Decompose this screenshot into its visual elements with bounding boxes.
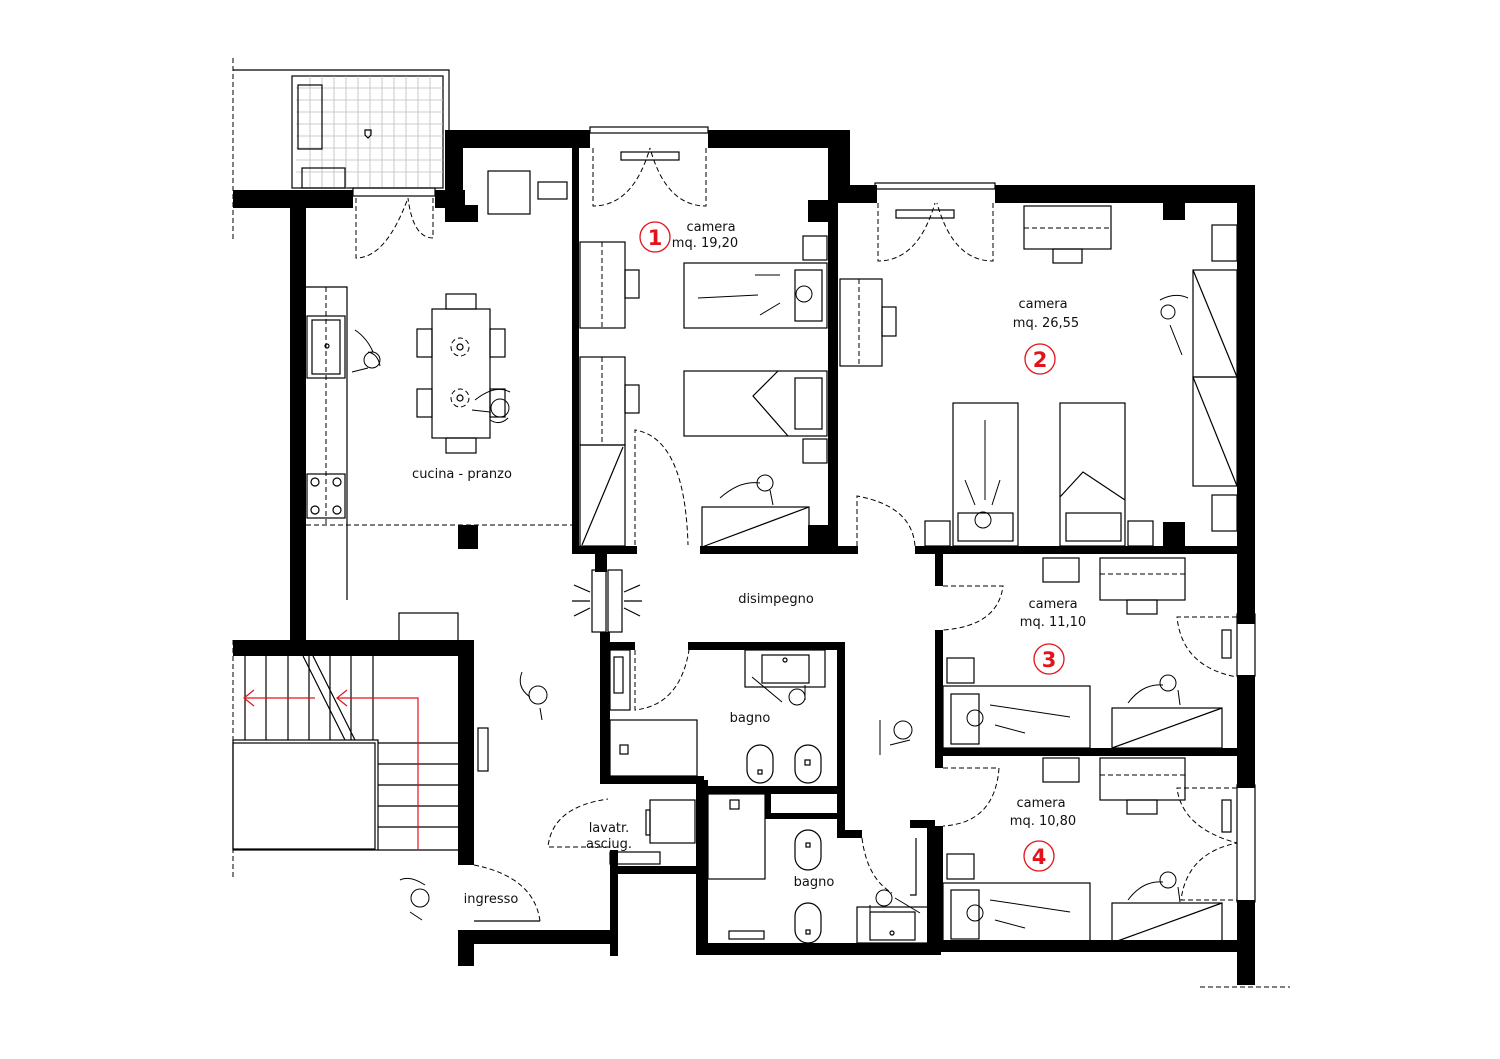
camera-4-furniture — [942, 757, 1290, 988]
room-1-number-badge: 1 — [639, 221, 671, 253]
room-2-area: mq. 26,55 — [1013, 316, 1079, 331]
walls — [233, 130, 1255, 985]
room-3-area: mq. 11,10 — [1020, 615, 1086, 630]
bathroom-2-label: bagno — [794, 875, 835, 890]
laundry-area — [609, 799, 696, 865]
room-3-name: camera — [1028, 597, 1077, 612]
kitchen-furniture — [306, 170, 572, 642]
room-1-name: camera — [686, 220, 735, 235]
svg-text:3: 3 — [1042, 648, 1057, 672]
camera-3-furniture — [942, 557, 1256, 749]
bathroom-1-label: bagno — [730, 711, 771, 726]
staircase — [232, 640, 458, 880]
room-1-area: mq. 19,20 — [672, 236, 738, 251]
room-2-number-badge: 2 — [1024, 343, 1056, 375]
room-3-number-badge: 3 — [1033, 643, 1065, 675]
entrance-label: ingresso — [464, 892, 519, 907]
bagno-2-furniture — [707, 793, 930, 944]
corridor-label: disimpegno — [738, 592, 814, 607]
corridor — [399, 569, 1004, 922]
room-2-name: camera — [1018, 297, 1067, 312]
room-labels: camera mq. 19,20 1 camera mq. 26,55 2 ca… — [412, 220, 1086, 907]
svg-text:1: 1 — [648, 226, 663, 250]
camera-2-furniture — [839, 182, 1238, 547]
room-4-number-badge: 4 — [1023, 840, 1055, 872]
camera-1-furniture — [579, 126, 828, 548]
laundry-label-2: asciug. — [586, 837, 632, 852]
laundry-label-1: lavatr. — [589, 821, 630, 836]
stair-direction-arrow — [337, 697, 419, 850]
svg-text:4: 4 — [1032, 845, 1047, 869]
bagno-1-furniture — [609, 649, 826, 784]
svg-text:2: 2 — [1033, 348, 1048, 372]
room-4-name: camera — [1016, 796, 1065, 811]
room-4-area: mq. 10,80 — [1010, 814, 1076, 829]
kitchen-label: cucina - pranzo — [412, 467, 512, 482]
balcony — [232, 58, 450, 240]
